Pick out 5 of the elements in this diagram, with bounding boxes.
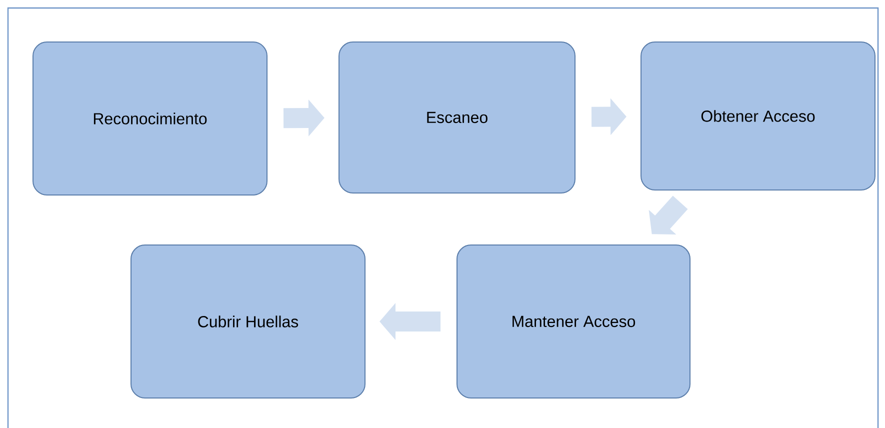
process-box: Cubrir Huellas xyxy=(130,244,366,398)
process-box: Mantener Acceso xyxy=(456,244,690,398)
process-box: Obtener Acceso xyxy=(640,42,876,190)
process-box: Reconocimiento xyxy=(32,42,268,196)
process-box: Escaneo xyxy=(338,42,576,194)
